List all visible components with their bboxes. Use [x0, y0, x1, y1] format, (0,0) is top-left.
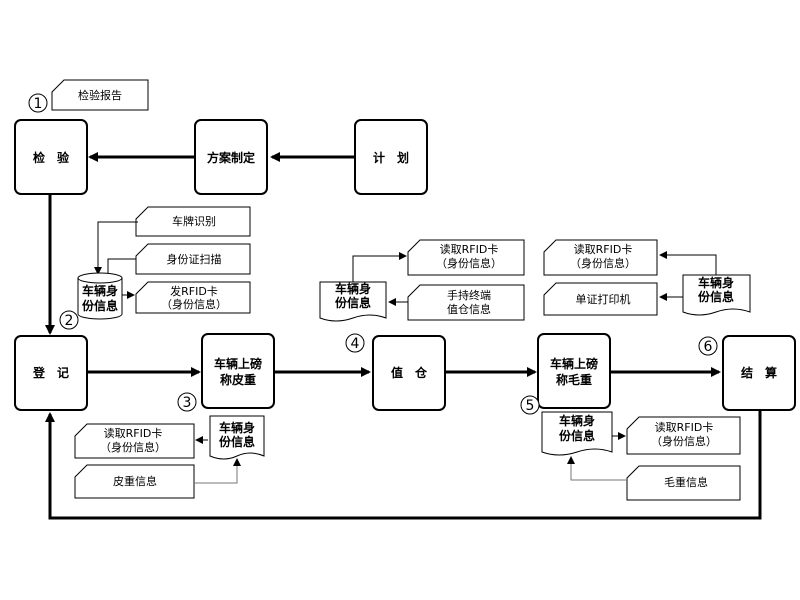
note-tare-info: 皮重信息	[74, 464, 195, 499]
node-inspect: 检 验	[14, 119, 88, 195]
svg-text:1: 1	[34, 96, 43, 112]
svg-text:检验报告: 检验报告	[78, 88, 122, 102]
doc-vehicle-id-warehouse: 车辆身 份信息	[319, 281, 387, 322]
doc-vehicle-id-tare: 车辆身 份信息	[209, 415, 265, 460]
note-document-printer: 单证打印机	[543, 282, 658, 316]
step-marker-4: 4	[345, 333, 365, 353]
note-read-rfid-gross: 读取RFID卡 （身份信息）	[626, 416, 741, 455]
arrow-plate-to-vehicle-id	[94, 221, 138, 275]
note-read-rfid-warehouse: 读取RFID卡 （身份信息）	[407, 239, 525, 276]
note-inspection-report: 检验报告	[51, 79, 149, 111]
svg-text:5: 5	[526, 398, 535, 414]
svg-text:结 算: 结 算	[741, 365, 777, 380]
note-read-rfid-settle: 读取RFID卡 （身份信息）	[543, 239, 658, 276]
note-id-scan: 身份证扫描	[135, 243, 251, 275]
doc-vehicle-id-database: 车辆身 份信息	[77, 272, 123, 320]
svg-text:（身份信息）: （身份信息）	[161, 297, 227, 311]
svg-text:车辆身: 车辆身	[559, 413, 595, 428]
svg-text:（身份信息）: （身份信息）	[436, 256, 502, 270]
svg-text:车辆身: 车辆身	[82, 283, 118, 298]
svg-text:（身份信息）: （身份信息）	[651, 434, 717, 448]
note-read-rfid-tare: 读取RFID卡 （身份信息）	[74, 423, 195, 459]
svg-text:车牌识别: 车牌识别	[172, 214, 216, 228]
svg-text:值 仓: 值 仓	[391, 365, 428, 380]
svg-text:份信息: 份信息	[335, 295, 371, 310]
svg-text:称皮重: 称皮重	[220, 372, 256, 387]
arrow-gross-info-to-vehicle-id	[570, 458, 627, 481]
svg-text:发RFID卡: 发RFID卡	[170, 284, 218, 298]
svg-text:2: 2	[65, 313, 74, 329]
node-warehouse: 值 仓	[372, 335, 446, 411]
svg-text:读取RFID卡: 读取RFID卡	[104, 426, 163, 440]
svg-text:车辆上磅: 车辆上磅	[214, 356, 262, 371]
note-gross-info: 毛重信息	[626, 465, 741, 501]
node-tare-weigh: 车辆上磅 称皮重	[201, 333, 275, 409]
doc-vehicle-id-settle: 车辆身 份信息	[682, 274, 751, 316]
step-marker-2: 2	[59, 310, 79, 330]
svg-text:车辆身: 车辆身	[698, 275, 734, 290]
node-gross-weigh: 车辆上磅 称毛重	[537, 333, 611, 409]
svg-text:称毛重: 称毛重	[556, 372, 592, 387]
svg-text:值仓信息: 值仓信息	[447, 302, 491, 316]
doc-vehicle-id-gross: 车辆身 份信息	[541, 411, 613, 456]
svg-text:车辆身: 车辆身	[219, 420, 255, 435]
svg-text:登 记: 登 记	[32, 365, 69, 380]
step-marker-5: 5	[520, 395, 540, 415]
node-register: 登 记	[14, 335, 88, 411]
svg-text:读取RFID卡: 读取RFID卡	[574, 242, 633, 256]
svg-text:3: 3	[183, 395, 192, 411]
arrow-settle-to-register	[45, 410, 762, 520]
svg-text:（身份信息）: （身份信息）	[570, 256, 636, 270]
svg-text:份信息: 份信息	[219, 434, 255, 449]
arrow-tare-info-to-vehicle-id	[194, 460, 238, 484]
note-handheld-terminal: 手持终端 值仓信息	[407, 284, 525, 321]
svg-text:检 验: 检 验	[33, 150, 70, 165]
svg-text:份信息: 份信息	[82, 298, 118, 313]
svg-text:车辆上磅: 车辆上磅	[550, 356, 598, 371]
svg-text:读取RFID卡: 读取RFID卡	[655, 420, 714, 434]
arrow-vehicle-id-to-read-rfid-settle	[659, 251, 717, 275]
step-marker-1: 1	[28, 93, 48, 113]
svg-text:4: 4	[351, 336, 360, 352]
note-issue-rfid: 发RFID卡 （身份信息）	[135, 281, 251, 314]
svg-text:计 划: 计 划	[373, 150, 409, 165]
svg-text:车辆身: 车辆身	[335, 281, 371, 296]
node-plan: 计 划	[354, 119, 428, 195]
node-settle: 结 算	[722, 335, 796, 411]
svg-text:单证打印机: 单证打印机	[576, 292, 631, 306]
svg-text:读取RFID卡: 读取RFID卡	[440, 242, 499, 256]
arrow-vehicle-id-to-read-rfid-wh	[352, 252, 407, 282]
svg-text:身份证扫描: 身份证扫描	[167, 252, 222, 266]
svg-text:方案制定: 方案制定	[207, 150, 255, 165]
svg-text:皮重信息: 皮重信息	[113, 474, 157, 488]
node-plan-make: 方案制定	[194, 119, 268, 195]
svg-text:毛重信息: 毛重信息	[664, 475, 708, 489]
note-plate-recognition: 车牌识别	[135, 206, 251, 237]
svg-text:份信息: 份信息	[698, 289, 734, 304]
svg-text:手持终端: 手持终端	[447, 288, 491, 302]
svg-text:6: 6	[704, 339, 713, 355]
svg-text:（身份信息）: （身份信息）	[100, 440, 166, 454]
step-marker-6: 6	[698, 336, 718, 356]
step-marker-3: 3	[177, 392, 197, 412]
svg-text:份信息: 份信息	[559, 428, 595, 443]
line-idscan-to-vehicle-id	[107, 258, 136, 274]
